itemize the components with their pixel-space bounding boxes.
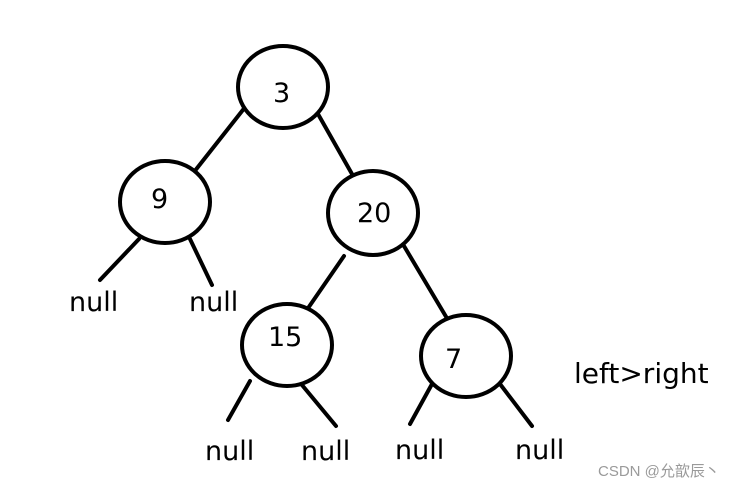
edge-9-null-left bbox=[98, 237, 141, 282]
edge-20-15 bbox=[302, 254, 346, 316]
null-leaf-15-right: null bbox=[301, 436, 350, 467]
null-leaf-9-right: null bbox=[189, 287, 238, 318]
tree-node-3 bbox=[236, 44, 330, 130]
node-label-9: 9 bbox=[151, 184, 168, 215]
edge-9-null-right bbox=[188, 237, 214, 287]
node-label-15: 15 bbox=[268, 322, 302, 353]
edge-3-20 bbox=[316, 112, 354, 176]
null-leaf-15-left: null bbox=[205, 436, 254, 467]
null-leaf-9-left: null bbox=[69, 287, 118, 318]
tree-node-20 bbox=[326, 169, 420, 257]
edge-7-null-right bbox=[498, 382, 534, 428]
edge-15-null-left bbox=[226, 379, 252, 422]
edge-7-null-left bbox=[408, 382, 434, 426]
edge-15-null-right bbox=[300, 383, 338, 428]
null-leaf-7-right: null bbox=[515, 435, 564, 466]
edge-3-9 bbox=[192, 104, 248, 174]
comparison-note: left>right bbox=[574, 357, 709, 390]
tree-node-15 bbox=[240, 302, 334, 388]
null-leaf-7-left: null bbox=[395, 435, 444, 466]
edge-20-7 bbox=[402, 244, 450, 322]
node-label-7: 7 bbox=[445, 344, 462, 375]
tree-node-9 bbox=[118, 159, 212, 245]
csdn-watermark: CSDN @允歆辰丶 bbox=[598, 463, 720, 480]
node-label-3: 3 bbox=[273, 78, 290, 109]
tree-node-7 bbox=[419, 313, 513, 399]
node-label-20: 20 bbox=[357, 198, 391, 229]
